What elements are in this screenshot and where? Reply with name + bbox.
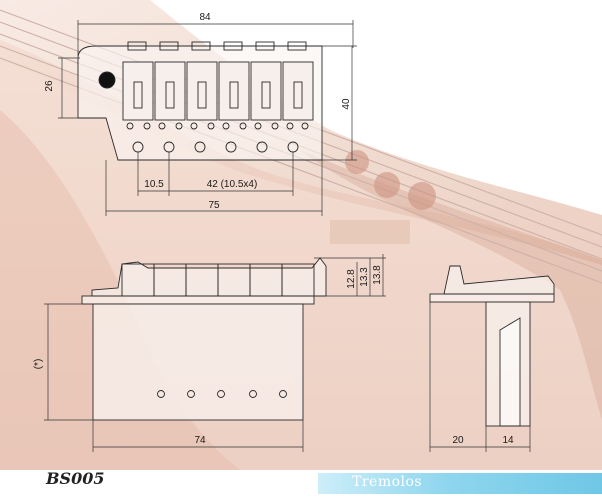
dim-label-height: 40 xyxy=(341,98,352,110)
end-view xyxy=(429,265,555,427)
top-view xyxy=(77,41,323,161)
dim-label-width: 84 xyxy=(199,12,211,23)
dim-label-height-a: 12.8 xyxy=(346,269,357,289)
dim-label-height-b: 13.3 xyxy=(359,267,370,287)
dim-label-string-spacing: 42 (10.5x4) xyxy=(207,179,258,190)
dim-label-end-block: 14 xyxy=(502,435,514,446)
end-view-dimensions xyxy=(429,302,531,452)
dim-label-block-width: 74 xyxy=(194,435,206,446)
side-view xyxy=(81,257,327,421)
category-label: Tremolos xyxy=(352,474,423,490)
saddle-group xyxy=(122,41,314,130)
model-number: BS005 xyxy=(46,469,105,488)
dim-label-block-height: (*) xyxy=(33,359,44,370)
dim-label-base-width: 75 xyxy=(208,200,220,211)
dim-label-plate-depth: 26 xyxy=(44,80,55,92)
dim-label-height-c: 13.8 xyxy=(372,265,383,285)
side-view-dimensions xyxy=(44,254,386,452)
category-banner xyxy=(318,473,602,494)
top-view-dimensions xyxy=(58,20,357,216)
block-holes xyxy=(157,390,287,398)
dim-label-screw-offset: 10.5 xyxy=(144,179,164,190)
dim-label-end-plate: 20 xyxy=(452,435,464,446)
